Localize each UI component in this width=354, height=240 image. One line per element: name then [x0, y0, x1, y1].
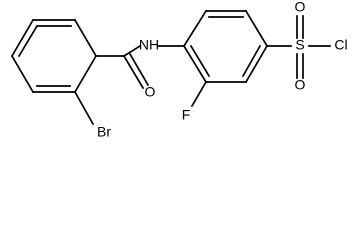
carbonyl-double-bond: [122, 52, 150, 90]
c-f-bond: [190, 80, 208, 108]
atom-o-bottom: O: [295, 77, 306, 93]
sulfonyl-o-top-bond: [296, 15, 304, 39]
atom-s: S: [295, 37, 304, 53]
bromophenyl-ring: [10, 18, 98, 94]
atom-nh: NH: [139, 37, 159, 53]
carbonyl-nh-bond: [122, 44, 142, 58]
chemical-structure-diagram: Br O NH F S O O Cl: [10, 0, 348, 140]
atom-o-carbonyl: O: [145, 84, 156, 100]
atom-f: F: [182, 107, 191, 123]
atom-cl: Cl: [334, 37, 347, 53]
c-br-bond: [73, 90, 95, 126]
sulfonyl-o-bottom-bond: [296, 53, 304, 79]
atom-o-top: O: [295, 0, 306, 15]
atom-br: Br: [97, 124, 111, 140]
fluorophenyl-ring: [182, 9, 269, 84]
